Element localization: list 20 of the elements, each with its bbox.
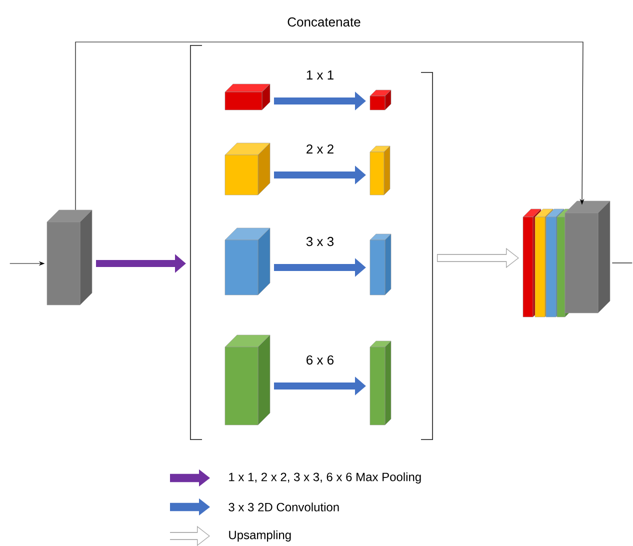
- edge-label: 1 x 1: [306, 70, 334, 80]
- output-line: [612, 262, 632, 264]
- feature-block: [224, 142, 270, 196]
- legend-text: 3 x 3 2D Convolution: [228, 502, 339, 512]
- edge-label: 2 x 2: [306, 144, 334, 154]
- feature-block: [370, 234, 392, 296]
- feature-block: [46, 210, 92, 306]
- feature-block: [370, 340, 392, 426]
- edge-label: Concatenate: [288, 17, 360, 27]
- edge-label: 3 x 3: [306, 236, 334, 246]
- feature-block: [370, 90, 392, 110]
- edge-label: 6 x 6: [306, 355, 334, 365]
- legend-text: Upsampling: [229, 530, 291, 542]
- legend-text: 1 x 1, 2 x 2, 3 x 3, 6 x 6 Max Pooling: [229, 472, 421, 484]
- stacked-feature-block: [522, 200, 610, 318]
- connector-arrow: [75, 42, 584, 210]
- feature-block: [224, 84, 270, 110]
- feature-block: [370, 146, 390, 196]
- feature-block: [224, 228, 270, 296]
- feature-block: [224, 334, 270, 426]
